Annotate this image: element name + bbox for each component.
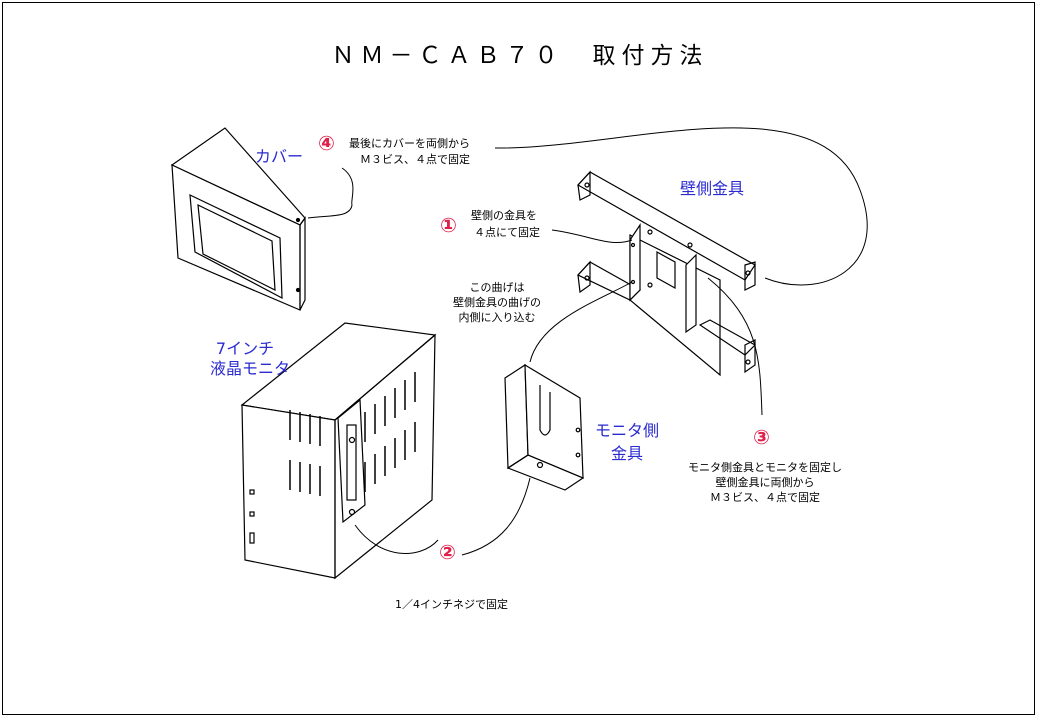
monitor-label-line2: 液晶モニタ: [209, 359, 291, 378]
monitor-label-line1: 7インチ: [215, 339, 275, 358]
step-1-number: ①: [440, 213, 457, 237]
step-4-text-line2: Ｍ３ビス、４点で固定: [360, 153, 470, 166]
wall-bracket-label: 壁側金具: [680, 179, 745, 198]
step-4-text-line1: 最後にカバーを両側から: [349, 137, 470, 150]
step-3-text-line3: Ｍ３ビス、４点で固定: [710, 491, 820, 504]
page-title: ＮＭ－ＣＡＢ７０ 取付方法: [331, 43, 709, 69]
step-3-number: ③: [753, 425, 770, 449]
step-2-number: ②: [439, 540, 456, 564]
step-1-text-line2: ４点にて固定: [474, 226, 540, 239]
step-2-text: 1／4インチネジで固定: [395, 598, 508, 611]
monitor-bracket-label-line2: 金具: [610, 444, 644, 463]
step-1-text-line1: 壁側の金具を: [471, 209, 537, 222]
step-3-text-line2: 壁側金具に両側から: [715, 476, 815, 489]
note-line3: 内側に入り込む: [458, 311, 536, 324]
monitor-bracket-label-line1: モニタ側: [594, 421, 660, 440]
step-4-number: ④: [318, 131, 335, 155]
monitor-illustration: [240, 322, 437, 580]
monitor-bracket-illustration: [504, 363, 585, 491]
cover-illustration: [170, 127, 306, 311]
note-line2: 壁側金具の曲げの: [453, 296, 541, 309]
step-3-text-line1: モニタ側金具とモニタを固定し: [688, 461, 842, 474]
cover-label: カバー: [255, 147, 304, 166]
wall-bracket-illustration: [577, 170, 756, 377]
note-line1: この曲げは: [469, 281, 525, 294]
leader-lines: [307, 127, 868, 556]
